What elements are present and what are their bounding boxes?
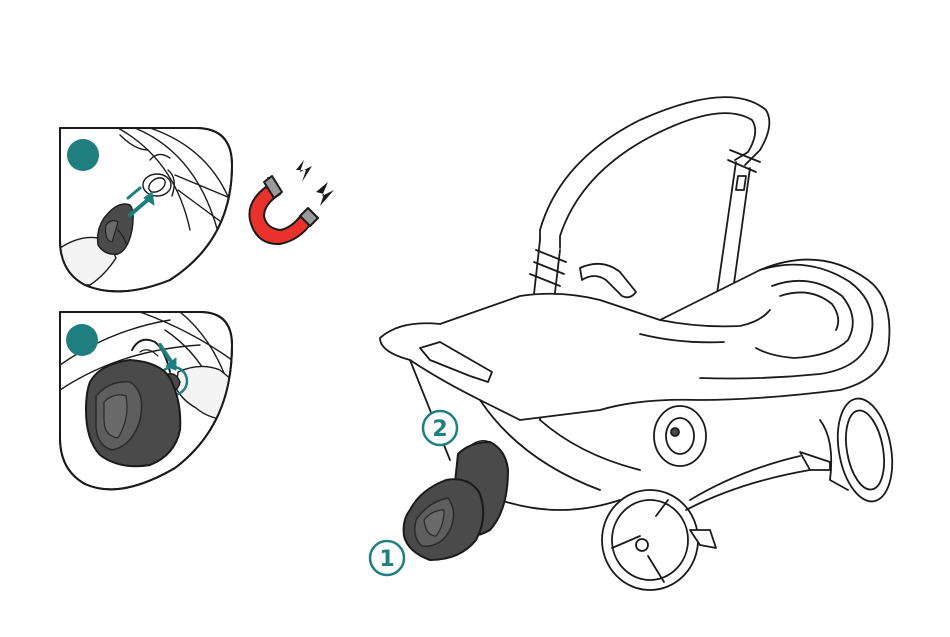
callout-1: 1 [370, 541, 404, 575]
charging-socket [143, 174, 171, 196]
magnet-icon [249, 176, 318, 244]
detail-panel-bottom [60, 312, 232, 489]
step-dot [66, 324, 98, 356]
callout-2-label: 2 [432, 417, 447, 442]
seat-shell [380, 260, 889, 420]
battery-pack [404, 441, 508, 560]
callout-2: 2 [423, 411, 457, 445]
stroller [380, 97, 900, 590]
front-wheel [602, 490, 716, 590]
callout-1-label: 1 [379, 547, 394, 572]
detail-panel-top [60, 128, 235, 291]
lightning-icon [296, 160, 334, 206]
middle-wheel [654, 406, 706, 466]
step-dot [67, 139, 99, 171]
rear-wheel [820, 394, 900, 505]
